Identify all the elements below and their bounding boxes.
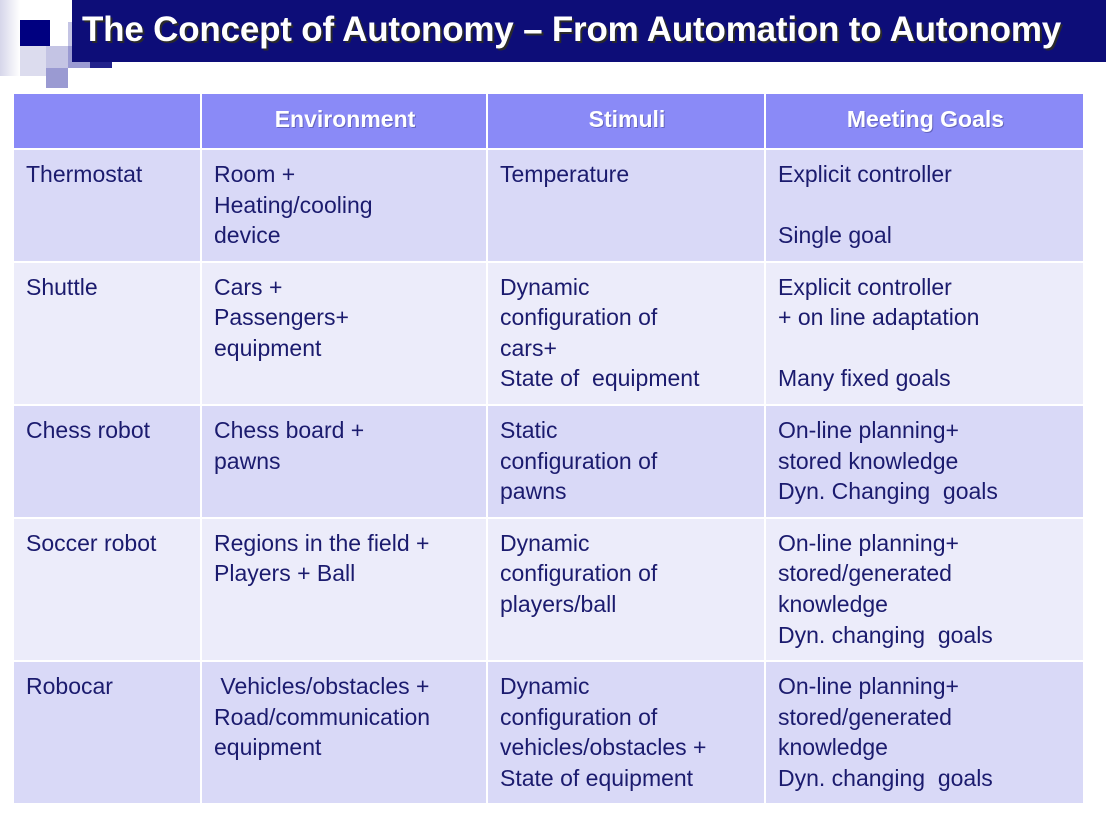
table-row: Thermostat Room + Heating/cooling device… (14, 150, 1083, 261)
header-cell-environment: Environment (202, 94, 486, 148)
header-cell-system (14, 94, 200, 148)
slide-title-bar (72, 0, 1106, 62)
header-cell-stimuli: Stimuli (488, 94, 764, 148)
cell-environment: Regions in the field + Players + Ball (202, 518, 486, 661)
cell-stimuli: Static configuration of pawns (488, 406, 764, 517)
cell-goals: Explicit controller Single goal (766, 150, 1083, 261)
cell-stimuli: Temperature (488, 150, 764, 261)
table-row: Shuttle Cars + Passengers+ equipment Dyn… (14, 262, 1083, 405)
mosaic-square-periw-c (46, 68, 68, 88)
cell-stimuli: Dynamic configuration of players/ball (488, 518, 764, 661)
cell-system: Soccer robot (14, 518, 200, 661)
cell-system: Robocar (14, 662, 200, 804)
cell-environment: Chess board + pawns (202, 406, 486, 517)
mosaic-square-pale-a (20, 46, 46, 76)
cell-environment: Room + Heating/cooling device (202, 150, 486, 261)
cell-environment: Cars + Passengers+ equipment (202, 262, 486, 405)
mosaic-square-navy-a (20, 20, 50, 46)
cell-environment: Vehicles/obstacles + Road/communication … (202, 662, 486, 804)
cell-system: Shuttle (14, 262, 200, 405)
cell-system: Thermostat (14, 150, 200, 261)
cell-stimuli: Dynamic configuration of cars+ State of … (488, 262, 764, 405)
cell-system: Chess robot (14, 406, 200, 517)
header-cell-meeting-goals: Meeting Goals (766, 94, 1083, 148)
cell-goals: Explicit controller + on line adaptation… (766, 262, 1083, 405)
cell-goals: On-line planning+ stored/generated knowl… (766, 662, 1083, 804)
page-title: The Concept of Autonomy – From Automatio… (82, 10, 1062, 49)
table-header-row: Environment Stimuli Meeting Goals (14, 94, 1083, 148)
table-row: Robocar Vehicles/obstacles + Road/commun… (14, 662, 1083, 804)
cell-goals: On-line planning+ stored/generated knowl… (766, 518, 1083, 661)
mosaic-square-lav-c (46, 46, 68, 68)
table-row: Soccer robot Regions in the field + Play… (14, 518, 1083, 661)
autonomy-comparison-table: Environment Stimuli Meeting Goals Thermo… (12, 92, 1085, 805)
table-row: Chess robot Chess board + pawns Static c… (14, 406, 1083, 517)
mosaic-square-fade (0, 0, 20, 76)
cell-stimuli: Dynamic configuration of vehicles/obstac… (488, 662, 764, 804)
cell-goals: On-line planning+ stored knowledge Dyn. … (766, 406, 1083, 517)
